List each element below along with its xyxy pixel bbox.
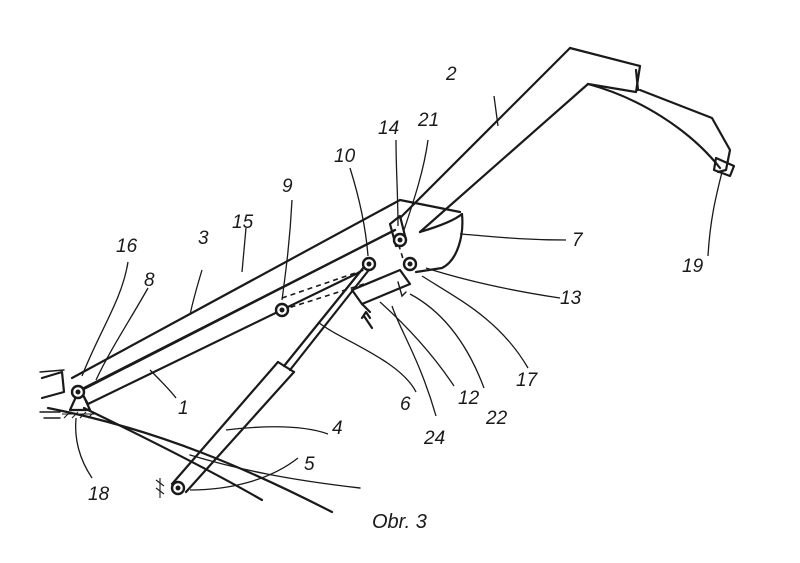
label-7: 7 (572, 230, 584, 251)
label-2: 2 (445, 64, 457, 85)
gas-spring-4 (170, 260, 374, 494)
label-14: 14 (378, 118, 399, 139)
label-5: 5 (304, 454, 315, 475)
label-13: 13 (560, 288, 582, 309)
label-4: 4 (332, 418, 343, 439)
label-1: 1 (178, 398, 189, 419)
label-9: 9 (282, 176, 293, 197)
arm-2 (398, 46, 736, 234)
label-22: 22 (485, 408, 508, 429)
label-12: 12 (458, 388, 480, 409)
label-3: 3 (198, 228, 209, 249)
support-5 (155, 478, 165, 498)
bracket-7 (414, 212, 464, 274)
label-21: 21 (417, 110, 439, 131)
label-18: 18 (88, 484, 110, 505)
base-body (39, 369, 361, 514)
label-19: 19 (682, 256, 704, 277)
lock-block-12 (350, 268, 412, 330)
label-24: 24 (423, 428, 445, 449)
leader-lines (74, 95, 723, 491)
link-9 (281, 235, 405, 311)
label-6: 6 (400, 394, 411, 415)
label-8: 8 (144, 270, 155, 291)
label-10: 10 (334, 146, 356, 167)
figure-caption: Obr. 3 (372, 511, 427, 533)
cover-3 (70, 198, 462, 394)
bracket-18 (62, 386, 98, 419)
label-16: 16 (116, 236, 138, 257)
label-17: 17 (516, 370, 539, 391)
reference-labels: 16 8 3 15 9 10 14 21 2 7 19 13 17 22 12 … (88, 64, 704, 505)
pivot-pins (70, 232, 418, 496)
label-15: 15 (232, 212, 254, 233)
